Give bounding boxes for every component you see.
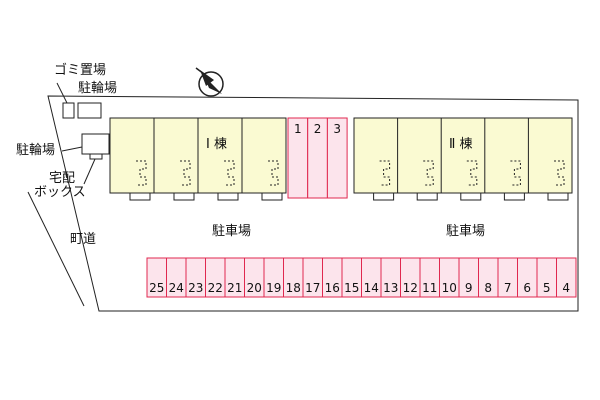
entrance-step	[460, 192, 482, 201]
entrance-step	[173, 192, 195, 201]
building-1	[109, 117, 287, 201]
delivery-box-label-line2: ボックス	[34, 185, 86, 200]
stair-mark	[466, 160, 478, 186]
parking-spot-number: 3	[333, 122, 341, 136]
entrance-step	[261, 192, 283, 201]
parking-spot-number: 23	[188, 281, 203, 295]
parking-spot: 16	[322, 257, 343, 298]
parking-spot-number: 17	[305, 281, 320, 295]
north-arrow-icon	[195, 67, 224, 97]
building-1-label: Ⅰ 棟	[206, 137, 227, 152]
parking-spot: 10	[439, 257, 460, 298]
parking-spot: 3	[326, 117, 348, 199]
parking-spot-number: 16	[325, 281, 340, 295]
parking-spot: 15	[341, 257, 362, 298]
parking-spot-number: 14	[364, 281, 379, 295]
garbage-label: ゴミ置場	[54, 63, 107, 78]
parking-spot-number: 9	[465, 281, 473, 295]
stair-mark	[224, 160, 235, 186]
parking-spot-number: 20	[247, 281, 262, 295]
parking-spot-number: 19	[266, 281, 281, 295]
parking-spot-number: 12	[403, 281, 418, 295]
parking-spot: 6	[517, 257, 538, 298]
parking-spot-number: 7	[504, 281, 512, 295]
parking-spot: 4	[556, 257, 577, 298]
bike-parking-left-label: 駐輪場	[16, 143, 56, 158]
parking-spot: 2	[307, 117, 328, 199]
parking-spot-number: 4	[562, 281, 570, 295]
stair-mark	[268, 160, 279, 186]
parking-spot: 13	[380, 257, 401, 298]
parking-spot-number: 24	[169, 281, 184, 295]
parking-spot-number: 22	[208, 281, 223, 295]
delivery-box-label-line1: 宅配	[49, 171, 76, 186]
town-road-label: 町道	[70, 232, 97, 247]
parking-spot-number: 2	[314, 122, 322, 136]
parking-spot: 1	[287, 117, 309, 199]
parking-spot: 9	[458, 257, 479, 298]
stair-mark	[423, 160, 434, 186]
parking-spot-number: 10	[442, 281, 457, 295]
entrance-step	[547, 192, 569, 201]
parking-spot: 22	[205, 257, 226, 298]
entrance-step	[416, 192, 438, 201]
parking-spot: 5	[536, 257, 557, 298]
entrance-step	[129, 192, 151, 201]
parking-spot: 21	[224, 257, 245, 298]
parking-spot-number: 11	[422, 281, 437, 295]
parking-spot-number: 8	[484, 281, 492, 295]
parking-spot: 24	[166, 257, 187, 298]
parking-spot-number: 13	[383, 281, 398, 295]
garbage-area	[62, 102, 75, 119]
parking-spot-number: 1	[294, 122, 302, 136]
parking-right-label: 駐車場	[446, 224, 486, 239]
parking-spot: 8	[478, 257, 499, 298]
entrance-step	[217, 192, 239, 201]
parking-spot: 14	[361, 257, 382, 298]
parking-spot: 18	[283, 257, 304, 298]
parking-spot: 20	[244, 257, 265, 298]
stair-mark	[180, 160, 191, 186]
building-2-label: Ⅱ 棟	[449, 137, 473, 152]
delivery-box-area	[89, 153, 103, 160]
parking-spot: 25	[146, 257, 167, 298]
entrance-step	[373, 192, 395, 201]
parking-spot: 11	[419, 257, 440, 298]
parking-spot: 7	[497, 257, 518, 298]
parking-spot-number: 5	[543, 281, 551, 295]
parking-spot: 17	[302, 257, 323, 298]
stair-mark	[136, 160, 147, 186]
parking-spot-number: 15	[344, 281, 359, 295]
parking-spot: 12	[400, 257, 421, 298]
parking-spot-number: 18	[286, 281, 301, 295]
entrance-step	[503, 192, 525, 201]
bike-parking-top-area	[77, 102, 102, 119]
bike-parking-top-label: 駐輪場	[78, 81, 118, 96]
parking-spot: 23	[185, 257, 206, 298]
parking-spot: 19	[263, 257, 284, 298]
bike-parking-left-area	[81, 133, 110, 155]
stair-mark	[510, 160, 521, 186]
building-2	[353, 117, 573, 201]
parking-spot-number: 25	[149, 281, 164, 295]
stair-mark	[554, 160, 565, 186]
parking-spot-number: 6	[523, 281, 531, 295]
road-edge	[27, 191, 85, 307]
parking-left-label: 駐車場	[212, 224, 252, 239]
stair-mark	[379, 160, 391, 186]
parking-spot-number: 21	[227, 281, 242, 295]
